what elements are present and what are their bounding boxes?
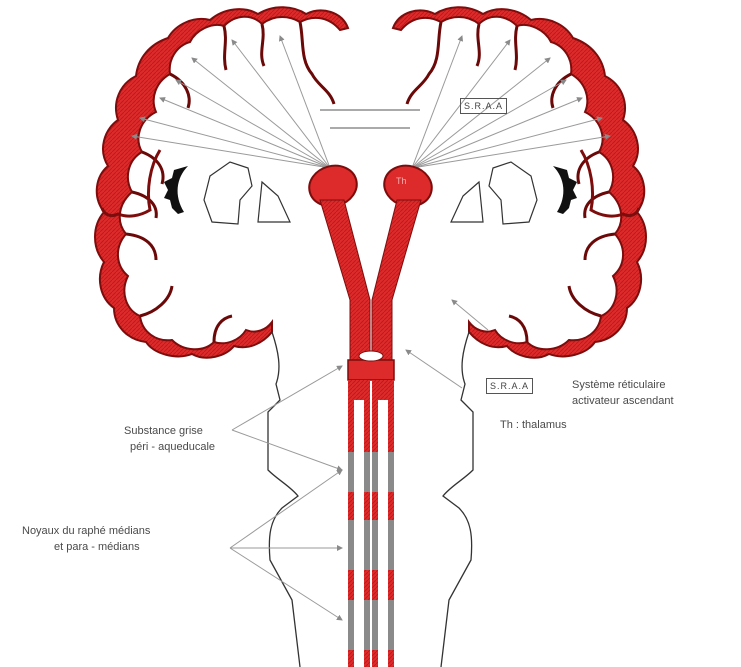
srra-legend-line2: activateur ascendant bbox=[572, 394, 674, 408]
left-reticular-column bbox=[320, 200, 370, 360]
th-legend: Th : thalamus bbox=[500, 418, 567, 432]
right-reticular-column bbox=[372, 200, 421, 360]
left-claustrum bbox=[164, 166, 188, 214]
brainstem-outline bbox=[268, 332, 300, 667]
right-basal-ganglia bbox=[451, 162, 537, 224]
th-label: Th bbox=[396, 174, 407, 188]
substance-grise-line1: Substance grise bbox=[124, 424, 203, 438]
srra-legend-line1: Système réticulaire bbox=[572, 378, 666, 392]
brainstem-outline-right bbox=[441, 332, 473, 667]
raphe-columns bbox=[348, 380, 394, 667]
noyaux-line1: Noyaux du raphé médians bbox=[22, 524, 150, 538]
left-basal-ganglia bbox=[204, 162, 290, 224]
substance-grise-line2: péri - aqueducale bbox=[130, 440, 215, 454]
periaqueductal-grey bbox=[348, 360, 394, 380]
srra-legend-box: S.R.A.A bbox=[486, 378, 533, 394]
noyaux-line2: et para - médians bbox=[54, 540, 140, 554]
right-claustrum bbox=[553, 166, 577, 214]
srra-top-label: S.R.A.A bbox=[460, 98, 507, 114]
aqueduct bbox=[359, 351, 383, 361]
